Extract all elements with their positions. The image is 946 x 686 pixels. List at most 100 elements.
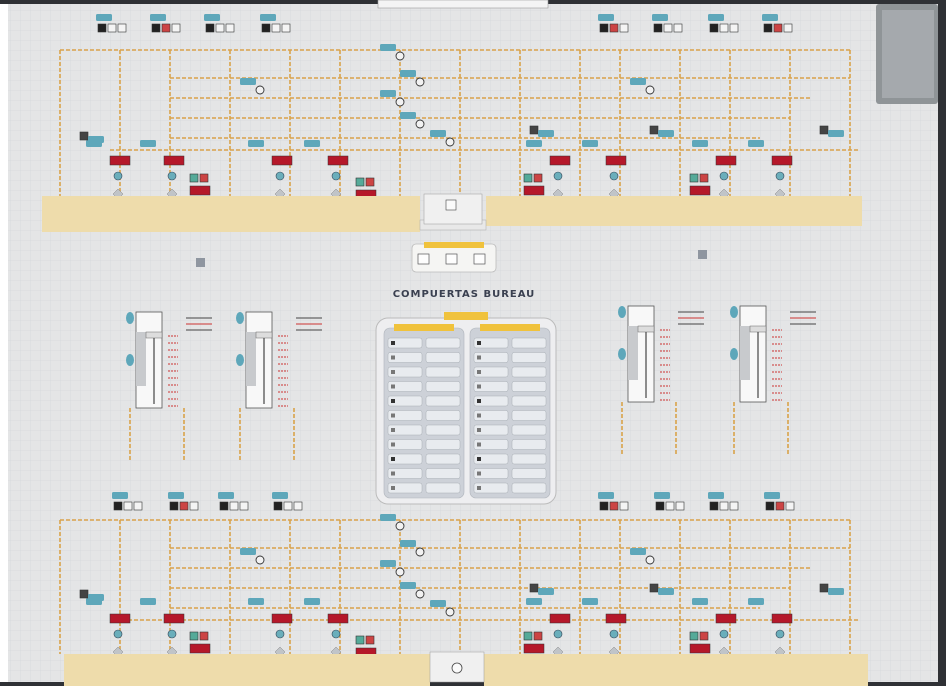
mode-selector-panel — [412, 242, 496, 272]
piston-head — [256, 332, 272, 338]
legend-symbol — [391, 356, 395, 360]
cylinder-fill — [136, 332, 146, 386]
pump-block — [658, 588, 674, 595]
ring-indicator — [416, 120, 424, 128]
mode-switch-2[interactable] — [446, 254, 457, 264]
red-display — [272, 614, 292, 623]
pump-block — [88, 594, 104, 601]
pump-block — [240, 548, 256, 555]
pump-block — [654, 492, 670, 499]
status-square — [262, 24, 270, 32]
piston-head — [146, 332, 162, 338]
legend-symbol — [477, 341, 481, 345]
pump-block — [380, 560, 396, 567]
pump-block — [168, 492, 184, 499]
red-display — [328, 614, 348, 623]
legend-symbol — [477, 399, 481, 403]
pump-block — [96, 14, 112, 21]
status-square — [534, 632, 542, 640]
legend-cell — [512, 382, 546, 392]
piston-head — [638, 326, 654, 332]
status-square — [620, 24, 628, 32]
status-square — [764, 24, 772, 32]
status-square — [152, 24, 160, 32]
mode-switch-3[interactable] — [474, 254, 485, 264]
red-display — [110, 614, 130, 623]
legend-cell — [426, 411, 460, 421]
legend-symbol — [391, 486, 395, 490]
gate-sensor — [618, 306, 626, 318]
pump-block — [708, 492, 724, 499]
mode-switch-1[interactable] — [418, 254, 429, 264]
status-square — [610, 24, 618, 32]
pump-block — [630, 548, 646, 555]
pump-block — [658, 130, 674, 137]
legend-symbol — [391, 428, 395, 432]
valve-symbol — [332, 630, 340, 638]
ring-indicator — [416, 548, 424, 556]
red-display — [606, 156, 626, 165]
status-square — [674, 24, 682, 32]
pump-block — [150, 14, 166, 21]
ring-indicator — [256, 556, 264, 564]
status-square — [654, 24, 662, 32]
pump-block — [748, 598, 764, 605]
status-square — [118, 24, 126, 32]
red-display — [772, 614, 792, 623]
ring-indicator — [256, 86, 264, 94]
valve-symbol — [168, 172, 176, 180]
pump-block — [598, 14, 614, 21]
pump-block — [692, 598, 708, 605]
valve-symbol — [610, 630, 618, 638]
red-display — [690, 186, 710, 195]
upper-channel-left — [42, 196, 420, 232]
status-square — [600, 24, 608, 32]
status-square — [162, 24, 170, 32]
pump-block — [430, 600, 446, 607]
valve-symbol — [114, 172, 122, 180]
status-square — [180, 502, 188, 510]
pump-block — [708, 14, 724, 21]
pump-block — [380, 44, 396, 51]
legend-symbol — [477, 414, 481, 418]
pump-block — [692, 140, 708, 147]
legend-cell — [512, 454, 546, 464]
legend-symbol — [391, 399, 395, 403]
legend-cell — [426, 338, 460, 348]
legend-cell — [512, 353, 546, 363]
panel-frame-right — [938, 0, 946, 686]
red-display — [272, 156, 292, 165]
status-square — [240, 502, 248, 510]
gate-sensor — [236, 312, 244, 324]
legend-cell — [512, 396, 546, 406]
red-display — [716, 614, 736, 623]
lower-channel-right — [484, 654, 868, 686]
pump-block — [248, 598, 264, 605]
gate-sensor — [618, 348, 626, 360]
pump-block — [538, 130, 554, 137]
lower-mid-gate — [430, 652, 484, 682]
legend-symbol — [391, 443, 395, 447]
ring-indicator — [396, 568, 404, 576]
ring-indicator — [416, 590, 424, 598]
gate-sensor — [730, 306, 738, 318]
red-display — [110, 156, 130, 165]
pump-block — [248, 140, 264, 147]
red-display — [524, 644, 544, 653]
pump-block — [380, 514, 396, 521]
legend-symbol — [477, 457, 481, 461]
status-square — [690, 632, 698, 640]
valve-symbol — [276, 630, 284, 638]
status-square — [730, 24, 738, 32]
red-display — [606, 614, 626, 623]
upper-mid-gate — [424, 194, 482, 224]
ring-indicator — [396, 52, 404, 60]
red-display — [328, 156, 348, 165]
pump-block — [88, 136, 104, 143]
status-square — [620, 502, 628, 510]
status-square — [366, 636, 374, 644]
status-square — [530, 584, 538, 592]
valve-symbol — [720, 172, 728, 180]
status-square — [524, 632, 532, 640]
